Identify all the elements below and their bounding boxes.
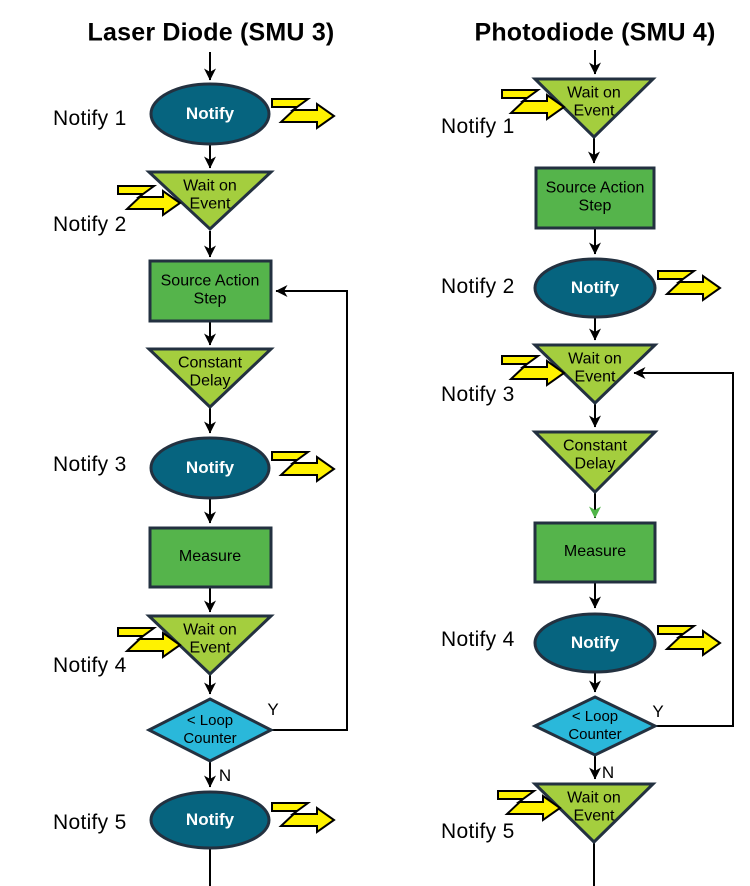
r-constant-delay-triangle (531, 430, 659, 495)
side-label-notify-4: Notify 4 (53, 654, 127, 677)
r-wait5-label: Wait on Event (567, 789, 621, 825)
r-notify2-ellipse (533, 257, 657, 319)
l-notify5-label: Notify (185, 810, 235, 830)
side-label-notify-3: Notify 3 (441, 383, 515, 406)
right-column-title: Photodiode (SMU 4) (474, 18, 716, 47)
r-notify2-label: Notify (570, 278, 620, 298)
l-wait4-label: Wait on Event (183, 621, 237, 657)
l-delay-label: Constant Delay (177, 354, 243, 390)
l-wait1-triangle (145, 170, 275, 232)
r-wait1-label: Wait on Event (567, 84, 621, 120)
lightning-arrow-icon (271, 451, 335, 482)
lightning-arrow-icon (657, 270, 721, 301)
side-label-notify-3: Notify 3 (53, 453, 127, 476)
l-measure-rect (148, 526, 273, 589)
l-source-action-rect (148, 259, 273, 323)
side-label-notify-2: Notify 2 (53, 213, 127, 236)
r-wait1-triangle (531, 77, 657, 140)
r-delay-label: Constant Delay (562, 437, 628, 473)
l-branch-label-no: N (218, 766, 232, 786)
lightning-arrow-icon (271, 802, 335, 833)
side-label-notify-5: Notify 5 (441, 820, 515, 843)
side-label-notify-1: Notify 1 (441, 115, 515, 138)
r-source-action-rect (534, 166, 656, 230)
lightning-arrow-icon (271, 98, 335, 129)
r-notify4-label: Notify (570, 633, 620, 653)
left-column-title: Laser Diode (SMU 3) (87, 18, 335, 47)
r-loop-counter-diamond (531, 695, 659, 757)
l-notify3-label: Notify (185, 458, 235, 478)
r-loop-feedback-line (633, 367, 734, 727)
r-wait3-label: Wait on Event (568, 350, 622, 386)
side-label-notify-2: Notify 2 (441, 275, 515, 298)
lightning-arrow-icon (657, 625, 721, 656)
l-notify1-ellipse (149, 82, 271, 146)
r-decision-label: < Loop Counter (568, 708, 622, 743)
l-notify5-ellipse (149, 790, 271, 850)
l-wait1-label: Wait on Event (183, 177, 237, 213)
l-notify1-label: Notify (185, 104, 235, 124)
l-source-label: Source Action Step (160, 272, 260, 308)
side-label-notify-4: Notify 4 (441, 628, 515, 651)
r-wait3-triangle (531, 343, 659, 406)
r-notify4-ellipse (533, 612, 657, 674)
l-loop-counter-diamond (145, 697, 275, 763)
l-branch-label-yes: Y (267, 700, 279, 720)
l-notify3-ellipse (149, 436, 271, 500)
l-constant-delay-triangle (145, 347, 275, 410)
l-loop-feedback-line (271, 285, 348, 731)
side-label-notify-1: Notify 1 (53, 107, 127, 130)
r-branch-label-no: N (601, 763, 615, 783)
r-wait5-triangle (531, 782, 657, 845)
r-measure-rect (533, 521, 657, 584)
r-branch-label-yes: Y (652, 702, 664, 722)
l-decision-label: < Loop Counter (183, 712, 237, 747)
r-source-label: Source Action Step (545, 179, 645, 215)
side-label-notify-5: Notify 5 (53, 811, 127, 834)
l-measure-label: Measure (178, 547, 242, 565)
r-measure-label: Measure (563, 542, 627, 560)
